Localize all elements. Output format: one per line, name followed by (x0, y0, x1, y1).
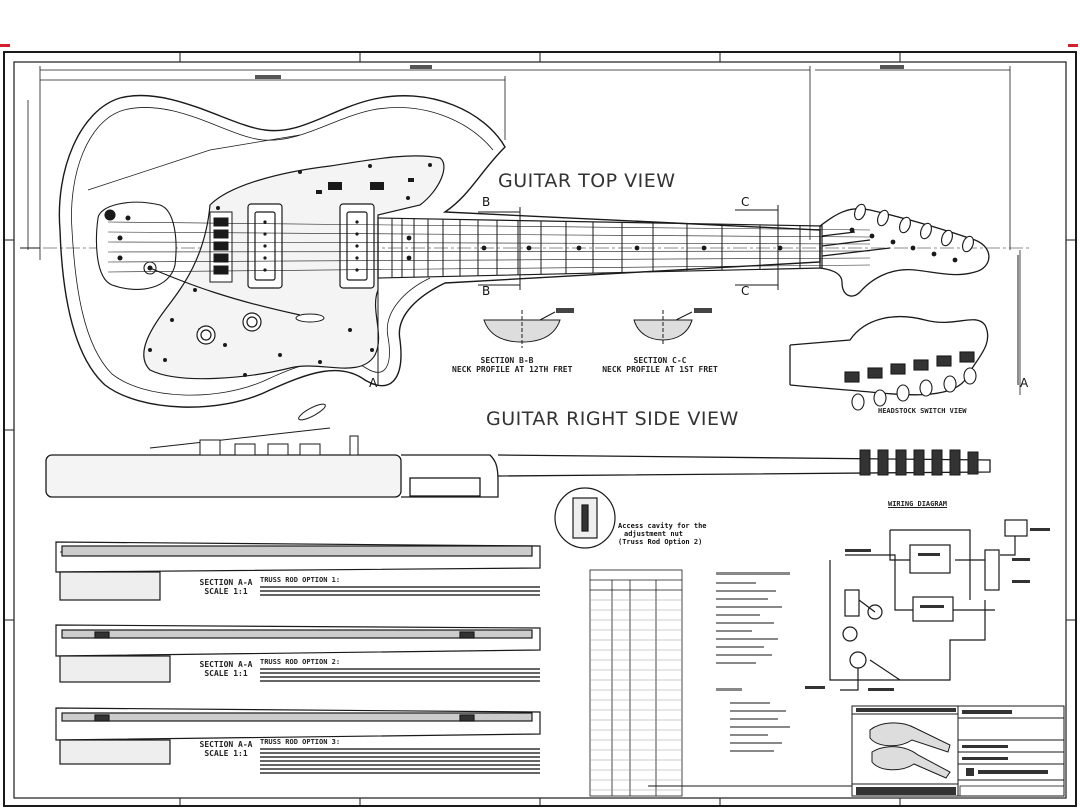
guitar-body-icon (58, 94, 821, 408)
truss-option-3-text (260, 748, 540, 776)
headstock-switch-tuners (844, 351, 977, 411)
dimension-lines (27, 66, 1021, 395)
bridge (209, 211, 233, 283)
control-knobs (196, 312, 262, 345)
corner-mark-left (0, 44, 10, 47)
truss-option-1-text (260, 586, 540, 598)
side-view-body (45, 454, 991, 498)
title-block (648, 705, 1065, 797)
wiring-labels (805, 528, 1050, 691)
tuner-icon (854, 203, 974, 253)
fret-markers (406, 235, 783, 261)
section-marker-a-left: A (369, 376, 378, 390)
frets (391, 218, 801, 278)
tremolo-arm-tip (295, 313, 325, 323)
truss-section-3-label: SECTION A-A SCALE 1:1 (196, 740, 256, 758)
tailpiece (95, 201, 177, 290)
access-note-line1: Access cavity for the (618, 522, 707, 530)
section-b-title: SECTION B-B (480, 356, 534, 365)
truss-rod-section-2 (55, 624, 541, 683)
wiring-diagram-label: WIRING DIAGRAM (888, 500, 948, 508)
section-marker-c-top: C (741, 195, 750, 209)
truss-section-1-label: SECTION A-A SCALE 1:1 (196, 578, 256, 596)
title-block-text (856, 708, 1065, 797)
truss-option-1-title: TRUSS ROD OPTION 1: (260, 576, 341, 584)
pickguard (143, 155, 445, 380)
truss-section-1-scale: SCALE 1:1 (204, 587, 248, 596)
access-note-line3: (Truss Rod Option 2) (618, 538, 703, 546)
section-c-subtitle: NECK PROFILE AT 1ST FRET (602, 365, 718, 374)
tuner-posts (849, 227, 958, 263)
section-c-label: SECTION C-C NECK PROFILE AT 1ST FRET (600, 356, 720, 374)
side-view-title: GUITAR RIGHT SIDE VIEW (486, 408, 739, 430)
headstock-switch-view (789, 315, 989, 396)
truss-option-2-title: TRUSS ROD OPTION 2: (260, 658, 341, 666)
section-b-label: SECTION B-B NECK PROFILE AT 12TH FRET (452, 356, 573, 374)
truss-section-1-name: SECTION A-A (199, 578, 253, 587)
section-c-title: SECTION C-C (633, 356, 687, 365)
section-marker-b-top: B (482, 195, 491, 209)
corner-mark-right (1068, 44, 1078, 47)
headstock-switch-view-label: HEADSTOCK SWITCH VIEW (878, 407, 967, 415)
truss-section-3-scale: SCALE 1:1 (204, 749, 248, 758)
truss-section-3-name: SECTION A-A (199, 740, 253, 749)
section-marker-c-bottom: C (741, 284, 750, 298)
truss-rod-section-3 (55, 707, 541, 765)
access-note-line2: adjustment nut (624, 530, 684, 538)
section-marker-b-bottom: B (482, 284, 491, 298)
section-lines (20, 205, 1019, 385)
truss-section-2-label: SECTION A-A SCALE 1:1 (196, 660, 256, 678)
truss-rod-section-1 (55, 541, 541, 601)
hardware-list (716, 572, 790, 752)
top-view-title: GUITAR TOP VIEW (498, 170, 676, 192)
strings (107, 221, 871, 273)
wiring-diagram (829, 519, 1028, 691)
fret-position-table (589, 569, 683, 797)
truss-option-2-text (260, 668, 540, 682)
title-block-guitar-icon (869, 722, 951, 779)
access-cavity-note: Access cavity for the adjustment nut (Tr… (618, 522, 707, 546)
section-b-subtitle: NECK PROFILE AT 12TH FRET (452, 365, 573, 374)
tremolo-arm (149, 267, 301, 316)
truss-option-3-title: TRUSS ROD OPTION 3: (260, 738, 341, 746)
truss-section-2-name: SECTION A-A (199, 660, 253, 669)
border-ticks (4, 52, 1076, 806)
access-cavity-detail (554, 487, 616, 549)
dimension-tags (255, 65, 904, 79)
neck-profile-c (633, 308, 712, 346)
section-marker-a-right: A (1020, 376, 1029, 390)
neck-profile-b (483, 308, 574, 348)
side-view-hardware (149, 403, 979, 476)
fret-table-rows (590, 599, 682, 791)
truss-section-2-scale: SCALE 1:1 (204, 669, 248, 678)
